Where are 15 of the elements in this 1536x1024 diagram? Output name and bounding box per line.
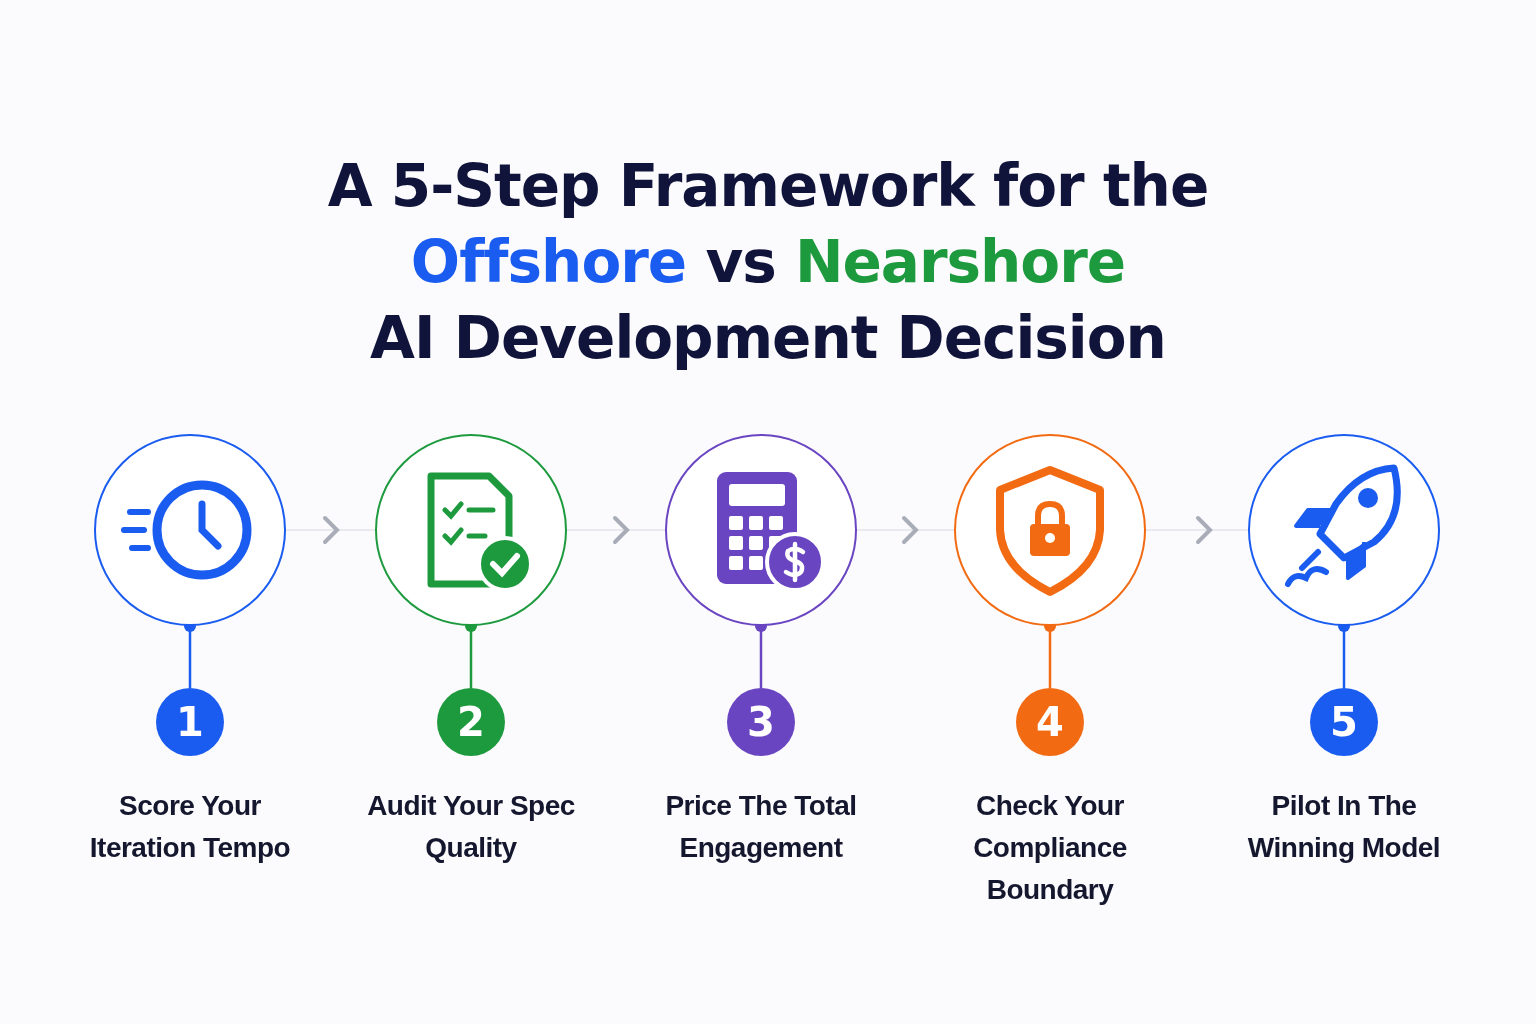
step-label: Price The Total Engagement	[664, 789, 858, 865]
step-number-badge: 1	[156, 688, 224, 756]
title: A 5-Step Framework for the Offshore vs Nearshore AI Development Decision	[326, 151, 1210, 374]
step-label: Audit Your Spec Quality	[366, 789, 576, 865]
chevron-arrow	[856, 516, 955, 544]
step-number-badge: 4	[1016, 688, 1084, 756]
step-number-badge: 3	[727, 688, 795, 756]
step-label: Pilot In The Winning Model	[1246, 789, 1442, 865]
step-number-badge: 2	[437, 688, 505, 756]
chevron-arrow	[285, 516, 376, 544]
step-label: Score Your Iteration Tempo	[88, 789, 292, 865]
chevron-arrow	[1145, 516, 1249, 544]
chevron-arrow	[566, 516, 666, 544]
step-number-badge: 5	[1310, 688, 1378, 756]
step-label: Check Your Compliance Boundary	[972, 789, 1128, 907]
